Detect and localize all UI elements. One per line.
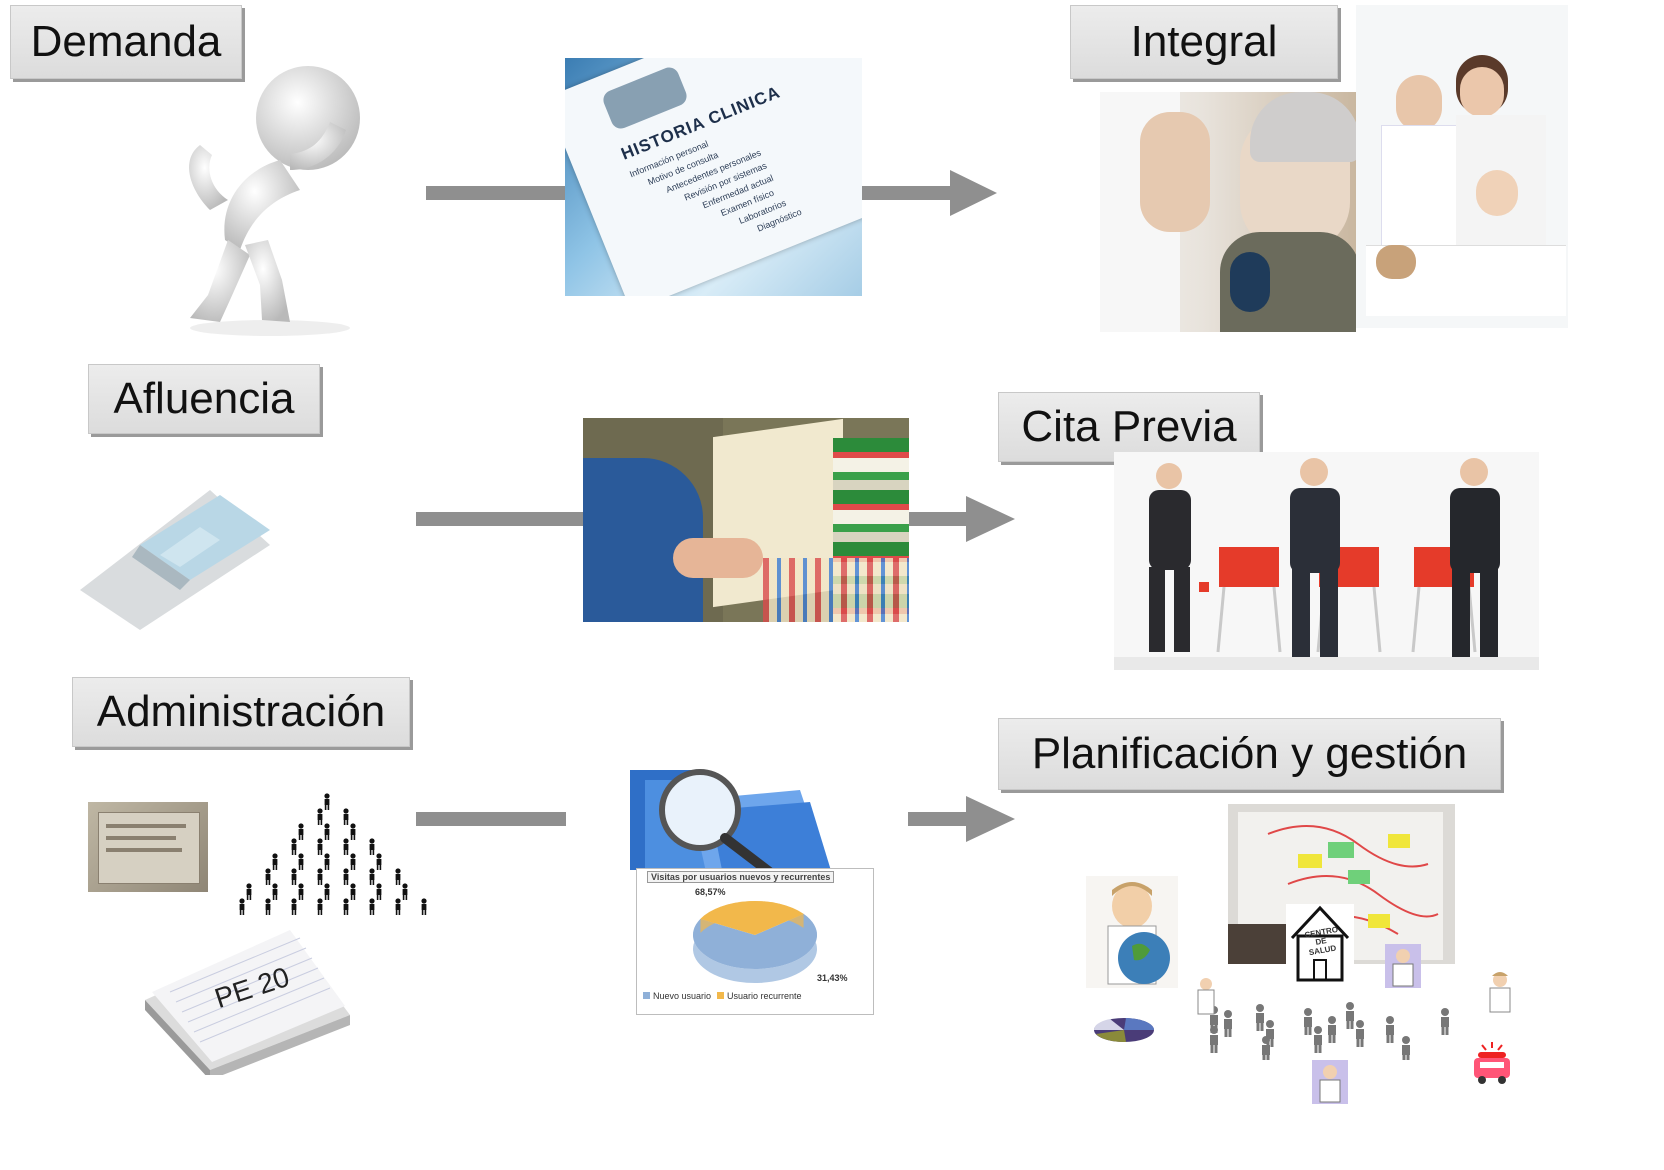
- person-icon: [265, 868, 271, 885]
- people-group-icon: [1210, 1002, 1449, 1060]
- waiting-room-photo: [1114, 452, 1539, 670]
- person-icon: [369, 898, 375, 915]
- arrow-row3: [416, 796, 1015, 842]
- person-icon: [291, 868, 297, 885]
- person-icon: [1402, 1036, 1410, 1060]
- pie-slice: [700, 901, 804, 935]
- person-icon: [1224, 1010, 1232, 1037]
- seated-person-2: [1290, 458, 1340, 657]
- person-icon: [343, 898, 349, 915]
- person-icon: [1304, 1008, 1312, 1035]
- person-icon: [343, 838, 349, 855]
- person-icon: [317, 898, 323, 915]
- paper-stack-drawing: [145, 930, 350, 1075]
- person-icon: [324, 853, 330, 870]
- person-icon: [421, 898, 427, 915]
- pct-new-label: 68,57%: [695, 887, 726, 897]
- population-pyramid-icon: [239, 793, 427, 915]
- person-icon: [376, 883, 382, 900]
- person-icon: [317, 868, 323, 885]
- nurse-icon-2: [1489, 972, 1511, 1013]
- person-icon: [246, 883, 252, 900]
- person-icon: [291, 898, 297, 915]
- person-icon: [395, 898, 401, 915]
- visits-pie-chart: [693, 901, 817, 983]
- arrow-row2: [416, 496, 1015, 542]
- person-icon: [291, 838, 297, 855]
- person-icon: [343, 868, 349, 885]
- pie-slice-side: [693, 913, 817, 983]
- legend-rec: Usuario recurrente: [717, 991, 802, 1001]
- health-center-icon: [1286, 904, 1354, 986]
- doctor-patient-photo: [1100, 92, 1356, 332]
- person-icon: [317, 808, 323, 825]
- legend-new: Nuevo usuario: [643, 991, 711, 1001]
- person-icon: [1328, 1016, 1336, 1043]
- person-icon: [1386, 1016, 1394, 1043]
- person-icon: [317, 838, 323, 855]
- person-icon: [298, 883, 304, 900]
- person-icon: [350, 823, 356, 840]
- continuous-paper-stack: PE 20: [140, 930, 355, 1075]
- label-afluencia: Afluencia: [88, 364, 320, 434]
- nurse-icon-1: [1197, 978, 1215, 1015]
- label-administracion: Administración: [72, 677, 410, 747]
- archive-box-photo: [88, 802, 208, 892]
- person-icon: [272, 883, 278, 900]
- label-integral: Integral: [1070, 5, 1338, 79]
- person-icon: [350, 883, 356, 900]
- person-icon: [1262, 1036, 1270, 1060]
- pct-rec-label: 31,43%: [817, 973, 848, 983]
- person-icon: [272, 853, 278, 870]
- person-icon: [265, 898, 271, 915]
- person-icon: [324, 823, 330, 840]
- person-icon: [1210, 1026, 1218, 1053]
- person-icon: [298, 823, 304, 840]
- person-icon: [239, 898, 245, 915]
- person-icon: [1356, 1020, 1364, 1047]
- visits-report-card: Visitas por usuarios nuevos y recurrente…: [636, 868, 874, 1015]
- pediatrician-photo: [1356, 5, 1568, 328]
- person-icon: [298, 853, 304, 870]
- file-archive-photo: [583, 418, 909, 622]
- person-icon: [1256, 1004, 1264, 1031]
- seated-person-3: [1450, 458, 1500, 657]
- doctor-icon-1: [1385, 944, 1421, 988]
- person-icon: [402, 883, 408, 900]
- seated-person-1: [1149, 463, 1191, 652]
- person-icon: [1314, 1026, 1322, 1053]
- arrow-row1: [426, 170, 997, 216]
- person-icon: [1441, 1008, 1449, 1035]
- small-pie-icon: [1093, 1018, 1155, 1043]
- report-title: Visitas por usuarios nuevos y recurrente…: [647, 871, 835, 883]
- doctor-globe-cartoon: [1086, 876, 1178, 988]
- person-icon: [350, 853, 356, 870]
- person-icon: [343, 808, 349, 825]
- person-icon: [324, 793, 330, 810]
- label-planificacion: Planificación y gestión: [998, 718, 1501, 790]
- ambulance-icon: [1474, 1042, 1510, 1084]
- person-icon: [376, 853, 382, 870]
- person-icon: [395, 868, 401, 885]
- person-icon: [369, 838, 375, 855]
- doctor-icon-2: [1312, 1060, 1348, 1104]
- person-icon: [369, 868, 375, 885]
- person-icon: [1346, 1002, 1354, 1029]
- pie-slice: [693, 913, 817, 969]
- back-pain-figure: [189, 66, 360, 336]
- record-card-icon: [80, 490, 270, 630]
- person-icon: [324, 883, 330, 900]
- health-center-sign: CENTRO DE SALUD: [1303, 924, 1339, 958]
- label-demanda: Demanda: [10, 5, 242, 79]
